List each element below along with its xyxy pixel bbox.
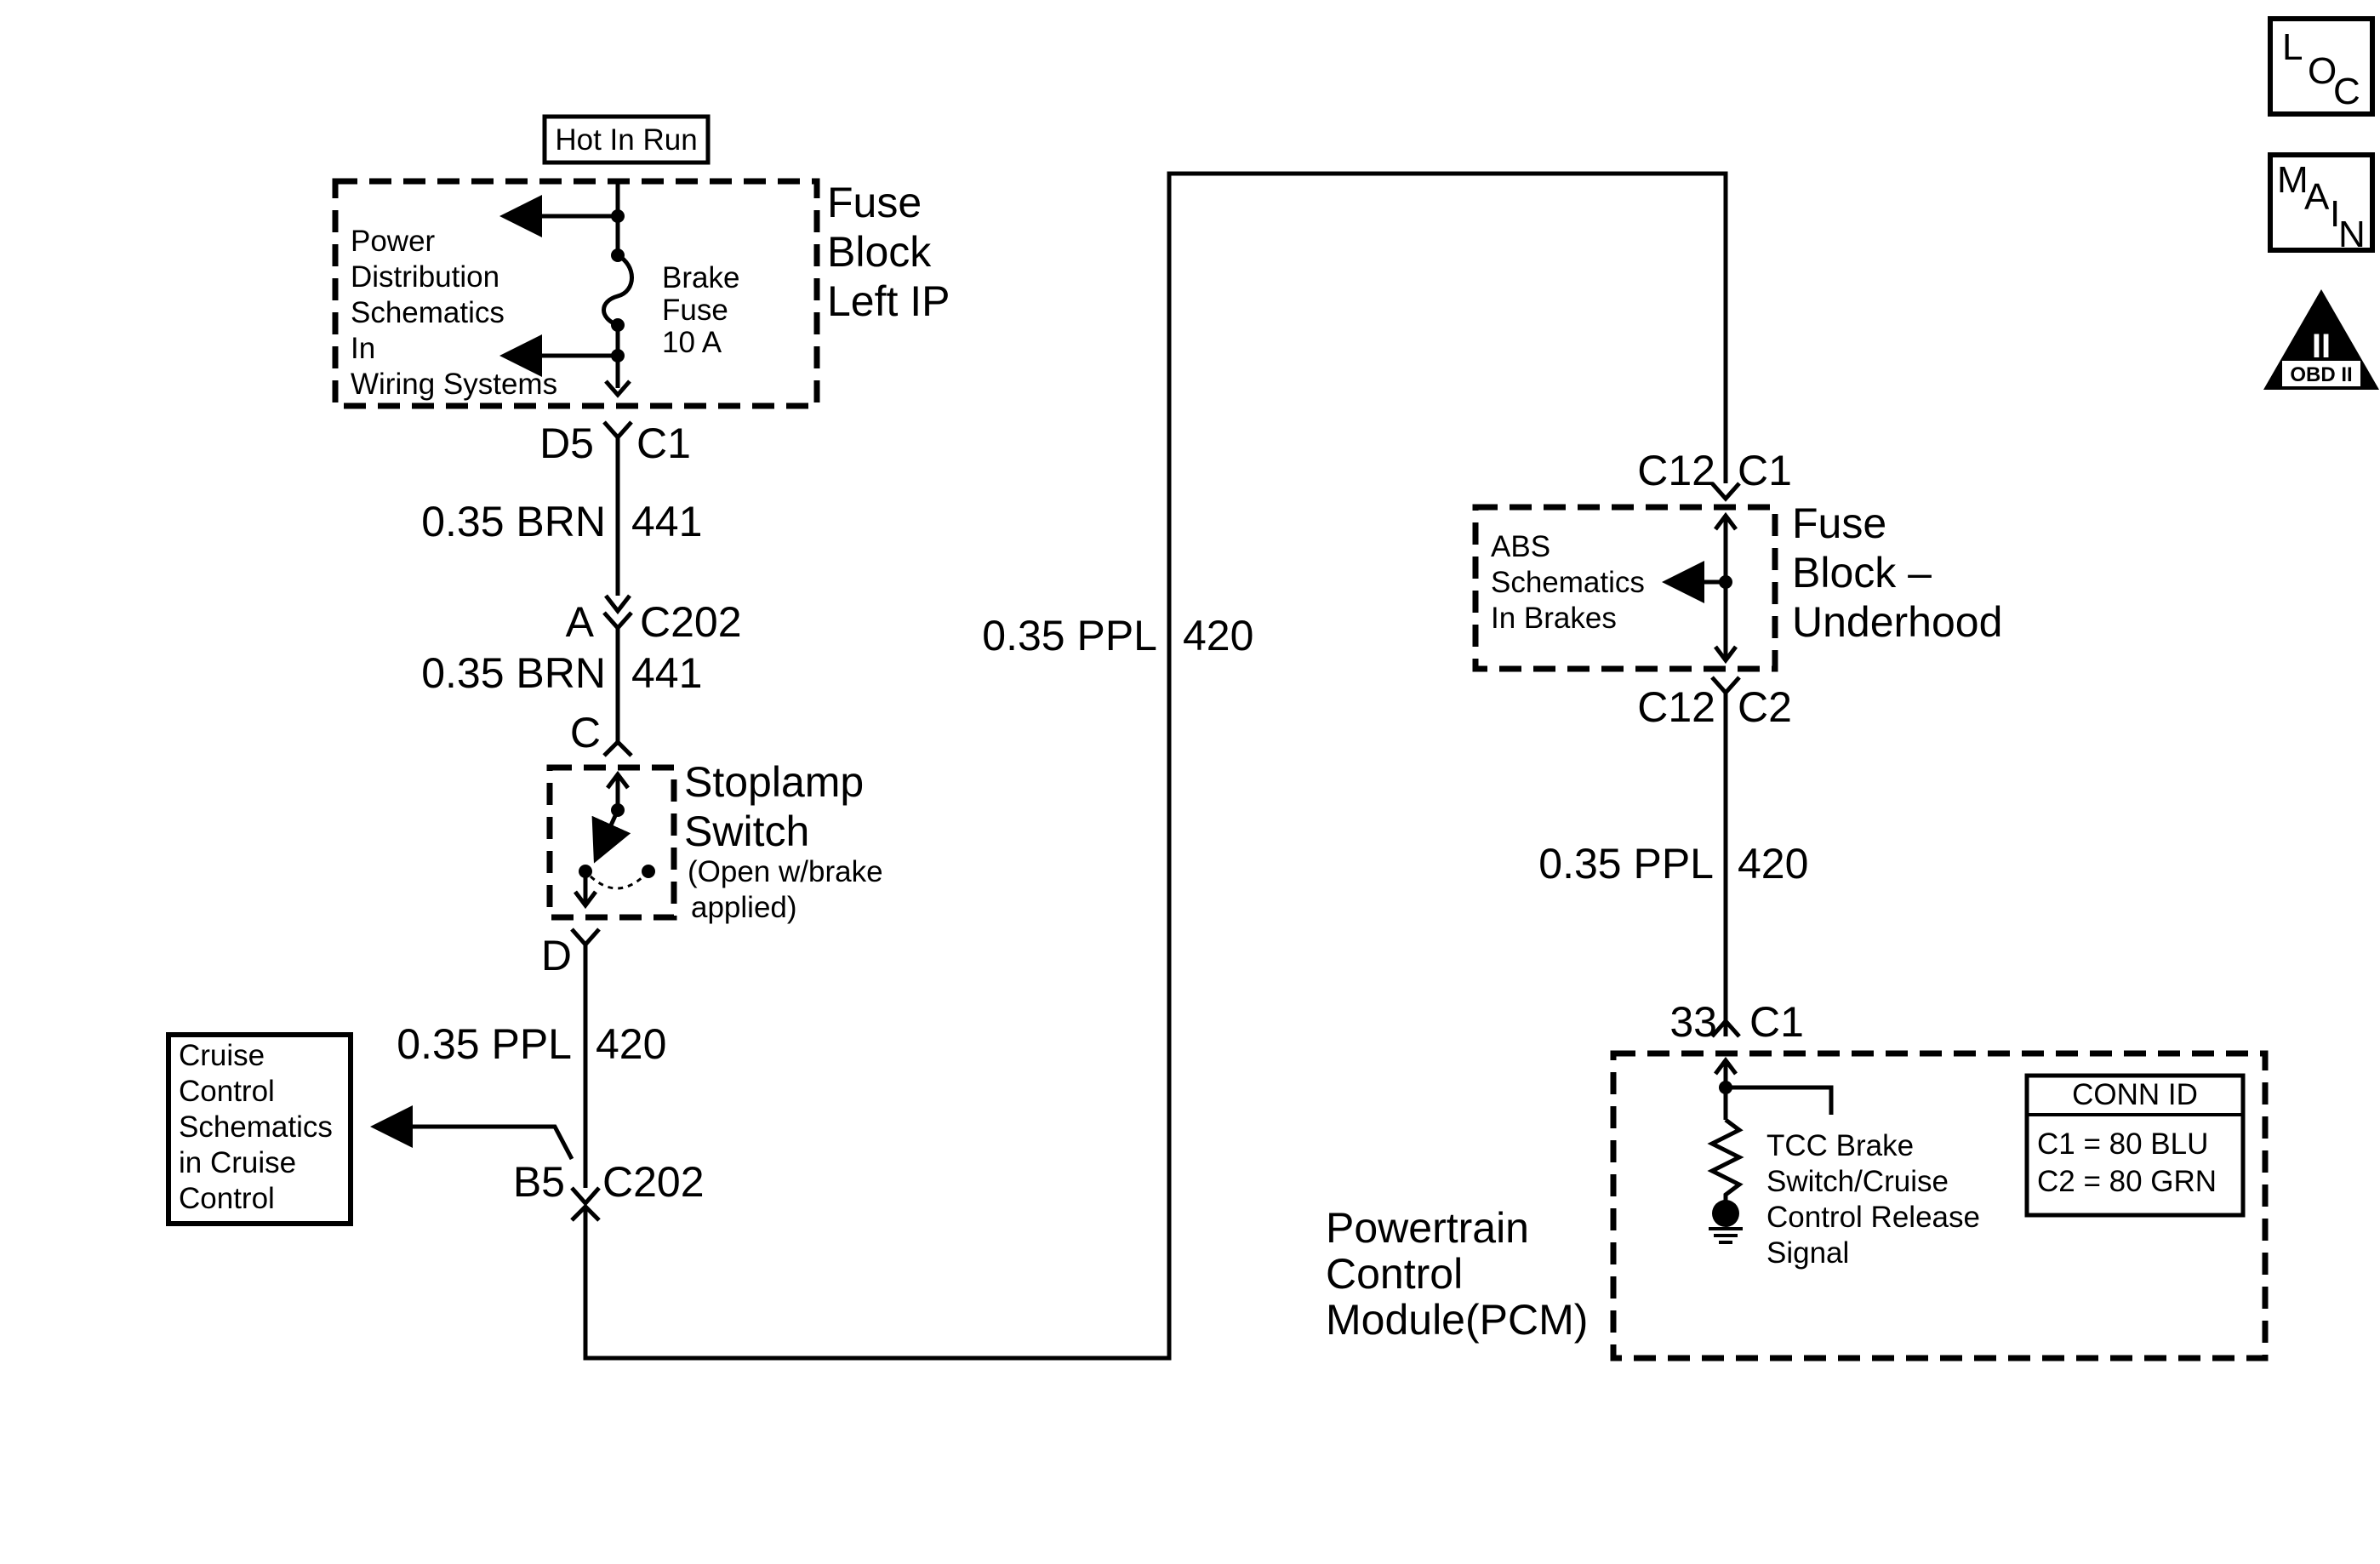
cruise-ref-line-1: Cruise [179, 1039, 265, 1072]
hot-in-run-label-box: Hot In Run [542, 114, 711, 165]
underhood-title-1: Fuse [1792, 499, 1886, 547]
cruise-ref-line-4: in Cruise [179, 1146, 296, 1179]
wire-420-circuit-right: 420 [1738, 840, 1808, 888]
abs-ref-line-2: Schematics [1491, 566, 1645, 599]
pcm-module: 33 C1 TCC Brake Switch/Cruise Control Re… [1326, 998, 2269, 1361]
cruise-ref-line-3: Schematics [179, 1110, 333, 1144]
loc-letter-l: L [2282, 26, 2303, 68]
ground-icon [1712, 1200, 1739, 1227]
pcm-title-3: Module(PCM) [1326, 1296, 1588, 1344]
stoplamp-title-2: Switch [684, 808, 809, 855]
fuse-block-left-ip: Fuse Block Left IP Power Distribution Sc… [332, 178, 950, 409]
main-letter-m: M [2277, 159, 2309, 201]
main-nav-button[interactable]: M A I N [2268, 152, 2375, 255]
brake-fuse-label-2: Fuse [662, 294, 728, 327]
power-dist-ref-line-1: Power [351, 225, 436, 258]
fuse-block-left-title-1: Fuse [827, 179, 922, 226]
obd-numeral: II [2312, 328, 2331, 365]
power-dist-ref-line-5: Wiring Systems [351, 368, 557, 401]
cruise-ref-line-2: Control [179, 1075, 275, 1108]
power-dist-ref-line-3: Schematics [351, 296, 505, 329]
loc-nav-button[interactable]: L O C [2268, 16, 2375, 117]
pcm-title-2: Control [1326, 1250, 1463, 1298]
obd-ii-button[interactable]: II OBD II [2263, 289, 2379, 390]
pcm-signal-line-4: Signal [1766, 1236, 1849, 1270]
pcm-pin: 33 [1669, 998, 1717, 1046]
fuse-block-left-title-3: Left IP [827, 277, 950, 325]
wire-420-circuit-left: 420 [596, 1020, 666, 1068]
stoplamp-title-1: Stoplamp [684, 758, 864, 806]
underhood-top-conn: C1 [1738, 447, 1792, 494]
stoplamp-pin-d: D [541, 932, 572, 979]
power-dist-ref-line-4: In [351, 332, 375, 365]
stoplamp-pin-c: C [570, 709, 601, 756]
main-letter-a: A [2304, 176, 2330, 218]
pcm-signal-line-2: Switch/Cruise [1766, 1165, 1949, 1198]
stoplamp-note-2: applied) [691, 891, 797, 924]
main-letter-i: I [2330, 193, 2340, 235]
power-dist-ref-line-2: Distribution [351, 260, 499, 294]
wire-ppl-420-loop [583, 171, 1728, 1361]
wire-ppl-420-label-right: 0.35 PPL [1538, 840, 1714, 888]
c202-b5-pin: B5 [513, 1158, 565, 1206]
conn-id-c1: C1 = 80 BLU [2037, 1127, 2208, 1161]
connector-c1-id: C1 [636, 420, 691, 467]
wire-ppl-420-label-left: 0.35 PPL [397, 1020, 572, 1068]
underhood-title-3: Underhood [1792, 598, 2002, 646]
fuse-block-underhood: C12 C1 ABS Schematics In Brakes Fuse Blo… [1472, 447, 2002, 731]
abs-ref-line-1: ABS [1491, 530, 1550, 563]
cruise-ref-arrow-icon [370, 1105, 574, 1161]
brake-fuse-label-1: Brake [662, 261, 739, 294]
connector-d5-c1: D5 C1 [539, 420, 691, 467]
c202-a-conn: C202 [640, 598, 742, 646]
pcm-conn: C1 [1749, 998, 1804, 1046]
cruise-ref-line-5: Control [179, 1182, 275, 1215]
fuse-block-left-title-2: Block [827, 228, 932, 276]
wire-ppl-420-label-mid: 0.35 PPL [982, 612, 1157, 659]
wire-441-circuit-2: 441 [631, 649, 702, 697]
c202-a-pin: A [566, 598, 595, 646]
conn-id-table: CONN ID C1 = 80 BLU C2 = 80 GRN [2024, 1073, 2246, 1218]
brake-fuse-label-3: 10 A [662, 326, 722, 359]
abs-ref-line-3: In Brakes [1491, 602, 1617, 635]
main-letter-n: N [2338, 214, 2366, 255]
underhood-bot-pin: C12 [1637, 683, 1715, 731]
c202-b5-conn: C202 [602, 1158, 705, 1206]
hot-in-run-text: Hot In Run [555, 123, 697, 157]
connector-c202-a: A C202 [566, 598, 742, 646]
pcm-signal-line-3: Control Release [1766, 1201, 1980, 1234]
loc-letter-c: C [2333, 71, 2360, 112]
stoplamp-note-1: (Open w/brake [688, 855, 883, 888]
cruise-control-ref-box: Cruise Control Schematics in Cruise Cont… [166, 1032, 353, 1226]
wire-441-circuit-1: 441 [631, 498, 702, 545]
underhood-top-pin: C12 [1637, 447, 1715, 494]
obd-label: OBD II [2290, 363, 2352, 386]
stoplamp-switch: C Stoplamp Switch (Open w/brake applied) [546, 709, 883, 924]
loc-letter-o: O [2308, 50, 2337, 92]
connector-d: D [541, 928, 601, 979]
wire-420-circuit-mid: 420 [1183, 612, 1253, 659]
connector-d5-pin: D5 [539, 420, 594, 467]
wire-brn-441-label-2: 0.35 BRN [421, 649, 606, 697]
pcm-title-1: Powertrain [1326, 1204, 1529, 1252]
pcm-signal-line-1: TCC Brake [1766, 1129, 1914, 1162]
conn-id-c2: C2 = 80 GRN [2037, 1165, 2217, 1198]
wire-brn-441-label-1: 0.35 BRN [421, 498, 606, 545]
connector-c202-b5: B5 C202 [513, 1158, 705, 1222]
conn-id-title: CONN ID [2072, 1078, 2198, 1111]
underhood-bot-conn: C2 [1738, 683, 1792, 731]
underhood-title-2: Block – [1792, 549, 1932, 596]
